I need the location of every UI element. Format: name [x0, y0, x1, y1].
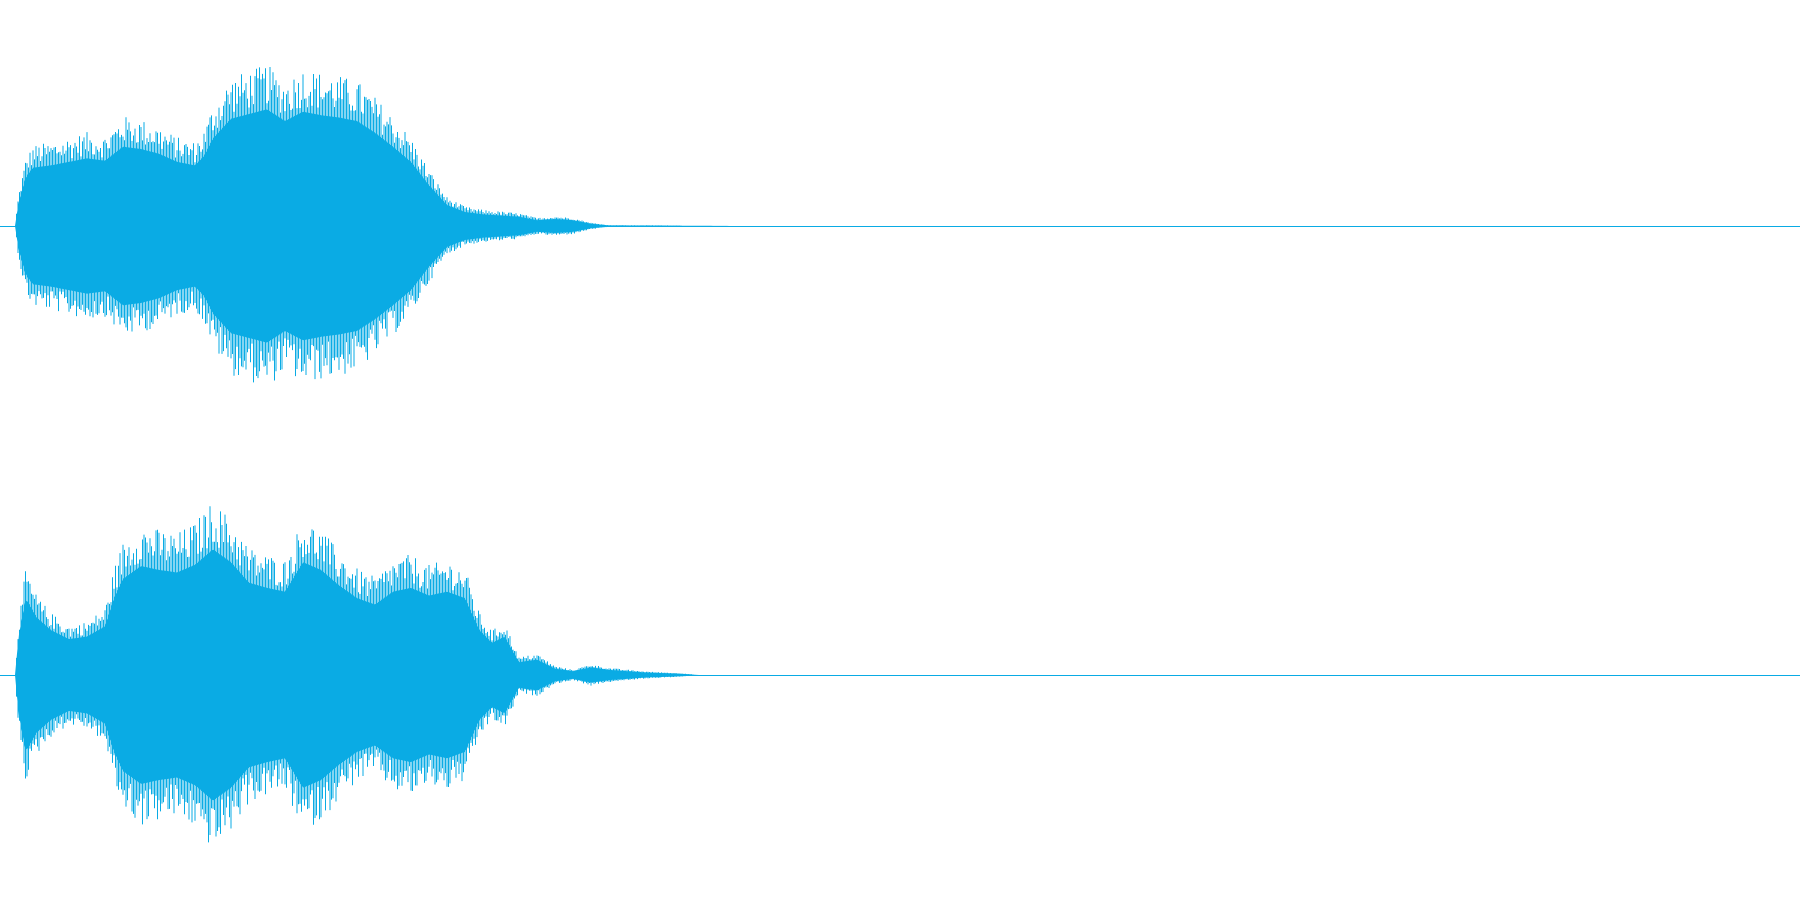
waveform-peaks: [16, 506, 694, 843]
channel-2-waveform: [0, 450, 1800, 900]
channel-1-waveform-plot: [0, 67, 1800, 383]
waveform-peaks: [16, 67, 682, 383]
channel-2-waveform-plot: [0, 506, 1800, 843]
channel-1-waveform: [0, 67, 1800, 383]
